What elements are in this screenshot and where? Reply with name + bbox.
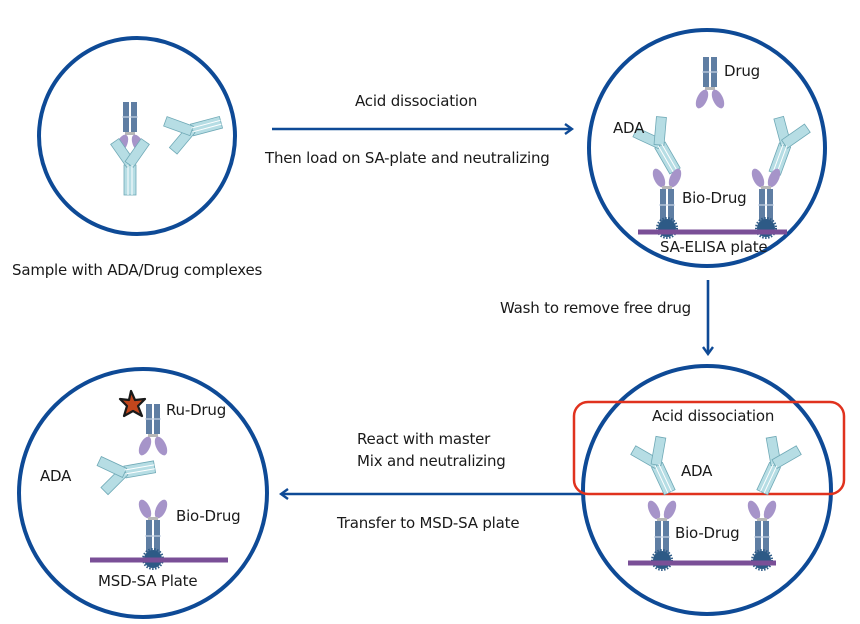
step1-bottom-label: Then load on SA-plate and neutralizing (265, 149, 550, 167)
acid-ada-left (627, 432, 688, 501)
acid-biodrug-label: Bio-Drug (675, 524, 740, 542)
panel-sample-circle (37, 36, 237, 236)
acid-biodrug-right (745, 499, 779, 570)
sample-ada-free (161, 103, 227, 157)
msd-biodrug-label: Bio-Drug (176, 507, 241, 525)
msd-ada-label: ADA (40, 467, 72, 485)
panel-sa-elisa-circle (587, 28, 827, 268)
acid-ada-label: ADA (681, 462, 713, 480)
step3-line1-label: React with master (357, 430, 491, 448)
msd-ada (95, 447, 159, 497)
ru-label-star-icon (118, 389, 147, 418)
sample-caption: Sample with ADA/Drug complexes (12, 261, 263, 279)
elisa-plate-label: SA-ELISA plate (660, 238, 768, 256)
acid-ada-right (744, 432, 805, 501)
acid-biodrug-left (645, 499, 679, 570)
elisa-ada-right (756, 113, 813, 181)
elisa-drug-label: Drug (724, 62, 760, 80)
elisa-biodrug-label: Bio-Drug (682, 189, 747, 207)
elisa-free-drug (692, 56, 728, 111)
msd-plate-label: MSD-SA Plate (98, 572, 198, 590)
acid-highlight-label: Acid dissociation (652, 407, 775, 425)
msd-ru-drug-label: Ru-Drug (166, 401, 227, 419)
elisa-biodrug-left (650, 167, 684, 238)
step1-top-label: Acid dissociation (355, 92, 478, 110)
elisa-ada-label: ADA (613, 119, 645, 137)
panel-msd-circle (17, 367, 269, 619)
acid-highlight-box (572, 400, 846, 496)
step3-bottom-label: Transfer to MSD-SA plate (337, 514, 520, 532)
step2-label: Wash to remove free drug (500, 299, 691, 317)
step3-line2-label: Mix and neutralizing (357, 452, 506, 470)
panel-acid-circle (581, 364, 833, 616)
elisa-biodrug-right (749, 167, 783, 238)
sample-ada-bound (110, 138, 150, 196)
